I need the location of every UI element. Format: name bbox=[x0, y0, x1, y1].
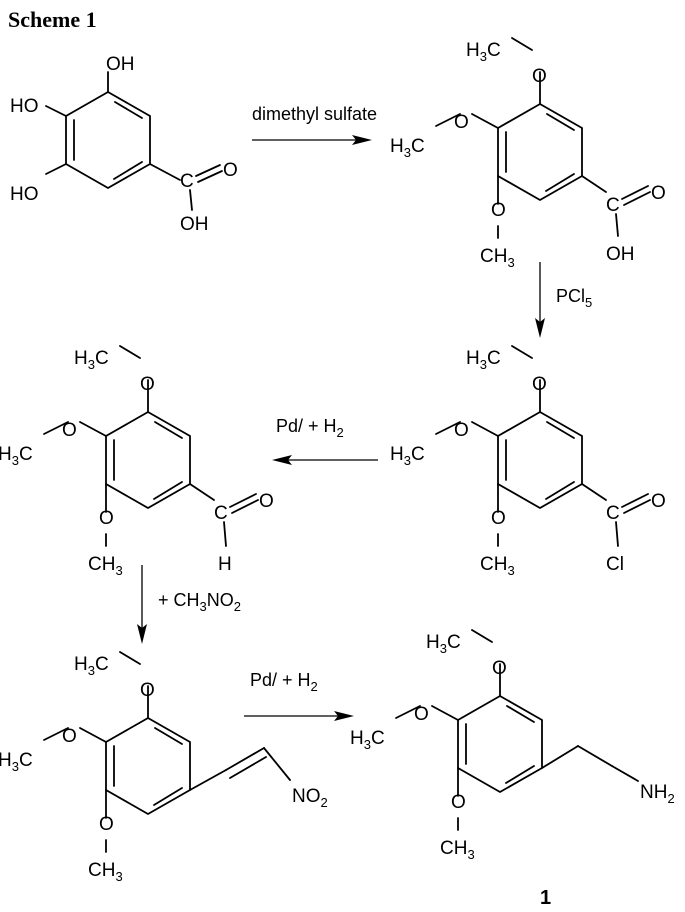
atom-oxygen: O bbox=[651, 491, 666, 512]
label-h3c: H3C bbox=[466, 40, 501, 64]
atom-oxygen: O bbox=[492, 658, 507, 679]
atom-oxygen: O bbox=[259, 491, 274, 512]
atom-oh: OH bbox=[180, 214, 209, 235]
atom-oxygen: O bbox=[62, 726, 77, 747]
scheme-title: Scheme 1 bbox=[8, 7, 97, 32]
reagent-pd-h2: Pd/ + H2 bbox=[250, 670, 318, 694]
reagent-nitromethane: + CH3NO2 bbox=[158, 590, 241, 614]
atom-chlorine: Cl bbox=[606, 554, 624, 575]
label-nitro: NO2 bbox=[292, 786, 328, 810]
trimethoxybenzoic-acid-structure: O H3C O H3C O CH3 C O OH bbox=[390, 37, 666, 270]
atom-ho: HO bbox=[10, 184, 39, 205]
label-h3c: H3C bbox=[74, 654, 109, 678]
label-h3c: H3C bbox=[0, 444, 33, 468]
label-ch3: CH3 bbox=[440, 838, 475, 862]
trimethoxybenzaldehyde-structure: O H3C O H3C O CH3 C O H bbox=[0, 345, 274, 578]
label-h3c: H3C bbox=[74, 348, 109, 372]
atom-carbon: C bbox=[214, 503, 228, 524]
label-ch3: CH3 bbox=[480, 246, 515, 270]
trimethoxy-nitrostyrene-structure: O H3C O H3C O CH3 NO2 bbox=[0, 651, 328, 884]
atom-oxygen: O bbox=[454, 112, 469, 133]
atom-oxygen: O bbox=[651, 183, 666, 204]
compound-label-1: 1 bbox=[540, 887, 551, 909]
atom-oxygen: O bbox=[532, 374, 547, 395]
atom-oxygen: O bbox=[451, 792, 466, 813]
label-h3c: H3C bbox=[390, 136, 425, 160]
label-ch3: CH3 bbox=[88, 860, 123, 884]
atom-oxygen: O bbox=[454, 420, 469, 441]
atom-oxygen: O bbox=[414, 704, 429, 725]
label-h3c: H3C bbox=[466, 348, 501, 372]
atom-oh: OH bbox=[606, 244, 635, 265]
atom-ho: HO bbox=[10, 96, 39, 117]
label-amine: NH2 bbox=[640, 782, 675, 806]
atom-oxygen: O bbox=[99, 814, 114, 835]
mescaline-structure: O H3C O H3C O CH3 NH2 bbox=[350, 629, 675, 862]
reagent-pcl5: PCl5 bbox=[556, 286, 592, 310]
label-ch3: CH3 bbox=[480, 554, 515, 578]
label-ch3: CH3 bbox=[88, 554, 123, 578]
atom-carbon: C bbox=[606, 195, 620, 216]
reagent-pd-h2: Pd/ + H2 bbox=[276, 416, 344, 440]
atom-oxygen: O bbox=[140, 374, 155, 395]
label-h3c: H3C bbox=[350, 728, 385, 752]
atom-carbon: C bbox=[606, 503, 620, 524]
trimethoxybenzoyl-chloride-structure: O H3C O H3C O CH3 C O Cl bbox=[390, 345, 666, 578]
atom-carbon: C bbox=[180, 171, 194, 192]
gallic-acid-structure: OH HO HO C O OH bbox=[10, 54, 238, 235]
atom-hydrogen: H bbox=[218, 554, 232, 575]
atom-oxygen: O bbox=[532, 66, 547, 87]
atom-oxygen: O bbox=[62, 420, 77, 441]
label-h3c: H3C bbox=[390, 444, 425, 468]
atom-oxygen: O bbox=[491, 508, 506, 529]
label-h3c: H3C bbox=[426, 632, 461, 656]
atom-oxygen: O bbox=[99, 508, 114, 529]
atom-oh: OH bbox=[106, 54, 135, 75]
atom-oxygen: O bbox=[140, 680, 155, 701]
label-h3c: H3C bbox=[0, 750, 33, 774]
atom-oxygen: O bbox=[223, 160, 238, 181]
reagent-dimethyl-sulfate: dimethyl sulfate bbox=[252, 104, 377, 124]
atom-oxygen: O bbox=[491, 200, 506, 221]
